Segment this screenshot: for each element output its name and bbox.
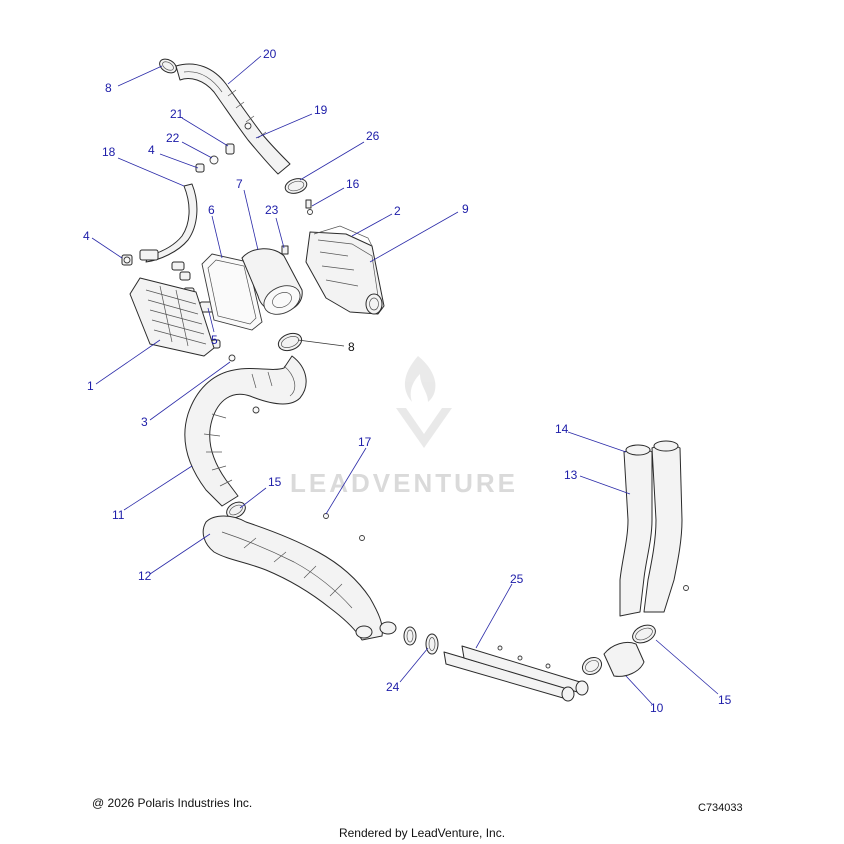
part-sensor-21	[209, 143, 235, 165]
part-boot-10	[581, 624, 656, 677]
part-fastener-3	[228, 354, 236, 362]
part-intake-tube	[175, 63, 291, 175]
callout-8-mid[interactable]: 8	[348, 340, 355, 354]
part-fastener-17	[323, 513, 365, 541]
callout-26[interactable]: 26	[366, 129, 380, 143]
callout-24[interactable]: 24	[386, 680, 400, 694]
callout-20[interactable]: 20	[263, 47, 277, 61]
callout-23[interactable]: 23	[265, 203, 279, 217]
rendered-by-text: Rendered by LeadVenture, Inc.	[338, 826, 506, 840]
callout-19[interactable]: 19	[314, 103, 328, 117]
callout-6[interactable]: 6	[208, 203, 215, 217]
callout-7[interactable]: 7	[236, 177, 243, 191]
part-clamp-8b	[277, 332, 303, 352]
part-clamp-26	[284, 178, 308, 194]
watermark-logo-icon	[396, 356, 452, 448]
callout-5[interactable]: 5	[211, 333, 218, 347]
callout-25[interactable]: 25	[510, 572, 524, 586]
callout-22[interactable]: 22	[166, 131, 180, 145]
part-fastener-23	[281, 245, 289, 255]
callout-12[interactable]: 12	[138, 569, 152, 583]
part-clamp-top	[159, 58, 177, 74]
part-couplers-24	[403, 626, 439, 655]
watermark: LEADVENTURE	[290, 356, 518, 498]
callout-15-right[interactable]: 15	[718, 693, 732, 707]
part-duct-11	[184, 355, 307, 507]
part-fastener-16	[305, 199, 313, 215]
callout-2[interactable]: 2	[394, 204, 401, 218]
copyright-text: @ 2026 Polaris Industries Inc.	[92, 796, 253, 810]
part-air-filter-7	[241, 248, 303, 315]
part-airbox-cover-1	[129, 277, 215, 357]
callout-1[interactable]: 1	[87, 379, 94, 393]
part-airbox-housing-9	[305, 225, 385, 315]
callout-16[interactable]: 16	[346, 177, 360, 191]
callout-10[interactable]: 10	[650, 701, 664, 715]
part-plenum-12	[202, 515, 397, 641]
callout-4-upper[interactable]: 4	[148, 143, 155, 157]
part-fitting-4b	[121, 254, 133, 266]
callout-21[interactable]: 21	[170, 107, 184, 121]
part-tubes-13	[619, 440, 689, 617]
callout-8-top[interactable]: 8	[105, 81, 112, 95]
callout-9[interactable]: 9	[462, 202, 469, 216]
part-clamp-15a	[226, 501, 246, 519]
watermark-text: LEADVENTURE	[290, 468, 518, 498]
callout-17[interactable]: 17	[358, 435, 372, 449]
callouts: 20 8 19 21 22 4 18 26 7 16 6 23 2 9 4 5 …	[83, 47, 732, 715]
document-number: C734033	[698, 802, 743, 814]
leader-lines	[91, 55, 719, 705]
callout-4-lower[interactable]: 4	[83, 229, 90, 243]
callout-11[interactable]: 11	[112, 508, 125, 522]
part-fitting-4a	[195, 163, 205, 173]
callout-13[interactable]: 13	[564, 468, 578, 482]
part-tubes-25	[443, 645, 589, 702]
part-drain-hose-18	[139, 183, 198, 263]
callout-14[interactable]: 14	[555, 422, 569, 436]
callout-18[interactable]: 18	[102, 145, 116, 159]
callout-3[interactable]: 3	[141, 415, 148, 429]
callout-15-left[interactable]: 15	[268, 475, 282, 489]
